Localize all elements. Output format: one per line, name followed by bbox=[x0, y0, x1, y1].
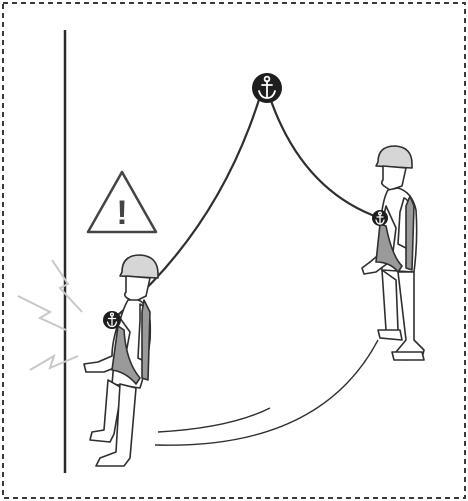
worker-standing bbox=[362, 146, 424, 360]
anchor-point bbox=[252, 73, 282, 103]
harness-connector-left bbox=[103, 311, 121, 329]
worker-swung bbox=[84, 255, 158, 466]
harness-connector-right bbox=[372, 210, 388, 226]
swing-arc-inner bbox=[158, 408, 270, 432]
warning-glyph: ! bbox=[116, 194, 127, 232]
warning-triangle-icon: ! bbox=[88, 172, 156, 232]
lanyard-right bbox=[268, 92, 380, 218]
impact-lightning-icon bbox=[18, 260, 82, 370]
